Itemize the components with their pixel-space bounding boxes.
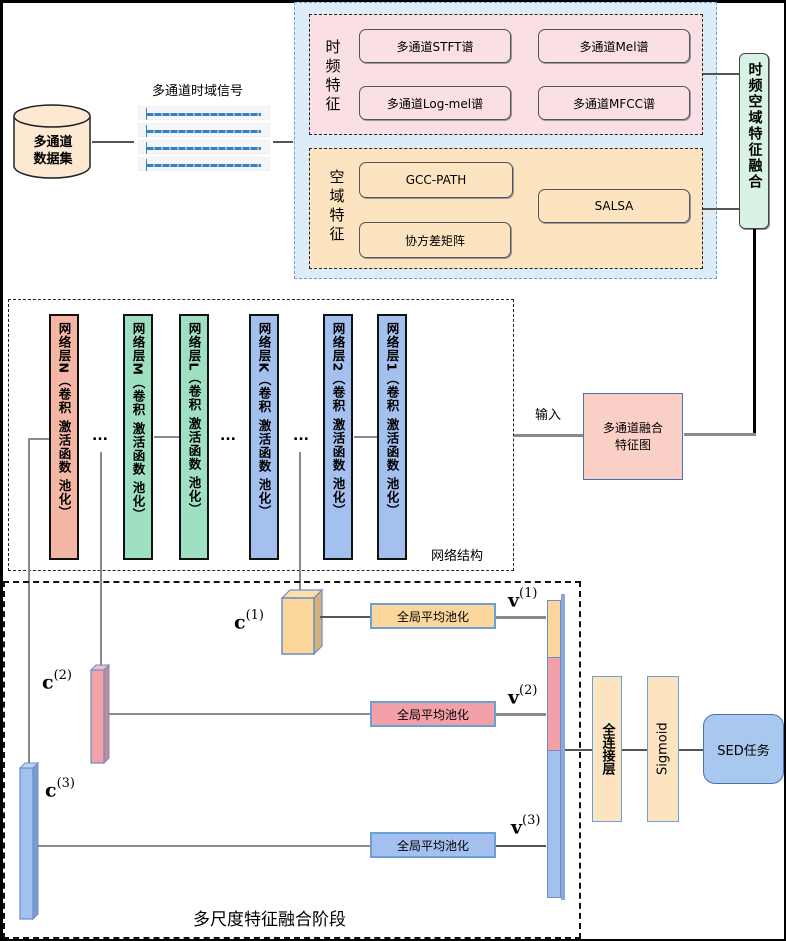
fused-feature-map: 多通道融合 特征图 <box>583 393 683 480</box>
v1-label: v(1) <box>508 586 538 612</box>
database-label: 多通道 数据集 <box>20 134 86 168</box>
fusion-label: 时频空域特征融合 <box>746 62 763 190</box>
line-layer-n-out <box>29 438 49 440</box>
feature-covariance: 协方差矩阵 <box>359 222 511 258</box>
arrow-fc-to-sigmoid <box>622 749 647 751</box>
feature-stft: 多通道STFT谱 <box>359 29 511 63</box>
c1-feature-cube <box>280 588 324 656</box>
network-caption: 网络结构 <box>431 549 484 564</box>
waveform-channel <box>138 106 270 120</box>
v2-segment <box>547 657 561 751</box>
gap-block-2: 全局平均池化 <box>370 701 496 727</box>
gap-block-3: 全局平均池化 <box>370 832 496 858</box>
sed-task-box: SED任务 <box>703 714 784 784</box>
arrow-signal-to-features <box>273 141 293 143</box>
feature-map-line1: 多通道融合 <box>602 420 663 435</box>
v3-label: v(3) <box>511 813 541 839</box>
arrow-layer-l-to-m <box>154 436 179 438</box>
c3-feature-block <box>19 762 39 920</box>
waveform-channel <box>138 157 270 171</box>
network-layer-k: 网络层K（卷积 激活函数 池化） <box>249 314 279 560</box>
line-to-c2 <box>100 452 102 665</box>
network-layer-m: 网络层M（卷积 激活函数 池化） <box>123 314 153 560</box>
network-layer-2: 网络层2（卷积 激活函数 池化） <box>323 314 353 560</box>
arrow-gap2-to-v <box>496 713 546 716</box>
line-to-c1 <box>299 452 301 590</box>
network-layer-n: 网络层N（卷积 激活函数 池化） <box>49 314 79 560</box>
network-structure-panel <box>8 299 514 571</box>
v1-segment <box>547 600 561 658</box>
gap-block-1: 全局平均池化 <box>370 603 496 629</box>
database-icon <box>13 104 91 179</box>
c1-label: c(1) <box>234 608 264 634</box>
c2-feature-block <box>90 664 110 764</box>
c3-label: c(3) <box>45 776 75 802</box>
input-label: 输入 <box>535 408 562 423</box>
vector-side <box>561 594 565 900</box>
arrow-db-to-signal <box>92 141 134 143</box>
fully-connected-layer: 全连接层 <box>592 676 622 822</box>
arrow-c3-to-gap <box>37 845 370 847</box>
arrow-vector-to-fc <box>565 749 592 751</box>
ellipsis-1: ... <box>92 428 108 444</box>
arrow-spatial-to-fusion <box>703 208 739 210</box>
feature-mel: 多通道Mel谱 <box>538 29 690 63</box>
arrow-layer-1-to-2 <box>354 436 377 438</box>
network-layer-1: 网络层1（卷积 激活函数 池化） <box>377 314 407 560</box>
v2-label: v(2) <box>508 683 538 709</box>
database-label-line1: 多通道 <box>33 135 73 150</box>
v3-segment <box>547 750 561 898</box>
arrow-gap1-to-v <box>496 616 546 619</box>
time-frequency-label: 时频特征 <box>325 38 341 113</box>
feature-mfcc: 多通道MFCC谱 <box>538 86 690 120</box>
arrow-featuremap-to-network <box>514 434 583 437</box>
arrow-tf-to-fusion <box>703 73 739 75</box>
feature-log-mel: 多通道Log-mel谱 <box>359 86 511 120</box>
c2-label: c(2) <box>42 668 72 694</box>
arrow-gap3-to-v <box>496 845 546 847</box>
line-to-c3 <box>28 438 30 764</box>
feature-salsa: SALSA <box>538 189 690 223</box>
ellipsis-3: ... <box>293 428 309 444</box>
multiscale-caption: 多尺度特征融合阶段 <box>193 910 346 930</box>
arrow-sigmoid-to-sed <box>679 749 703 751</box>
waveform-channel <box>138 140 270 154</box>
spatiotemporal-fusion-box: 时频空域特征融合 <box>739 53 769 229</box>
arrow-c1-to-gap <box>320 616 370 618</box>
waveform-channel <box>138 123 270 137</box>
feature-gcc-path: GCC-PATH <box>359 162 513 198</box>
network-layer-l: 网络层L（卷积 激活函数 池化） <box>179 314 209 560</box>
concatenated-vector <box>547 594 565 904</box>
feature-map-line2: 特征图 <box>614 437 651 452</box>
spatial-label: 空域特征 <box>329 168 345 243</box>
signal-title: 多通道时域信号 <box>152 84 244 99</box>
line-fusion-to-featuremap <box>684 433 756 436</box>
waveform-stack <box>138 106 270 172</box>
line-fusion-down <box>753 229 756 435</box>
ellipsis-2: ... <box>220 428 236 444</box>
arrow-c2-to-gap <box>108 713 370 715</box>
database-label-line2: 数据集 <box>33 152 73 167</box>
multiscale-fusion-panel <box>3 581 581 939</box>
sigmoid-layer: Sigmoid <box>647 676 679 822</box>
